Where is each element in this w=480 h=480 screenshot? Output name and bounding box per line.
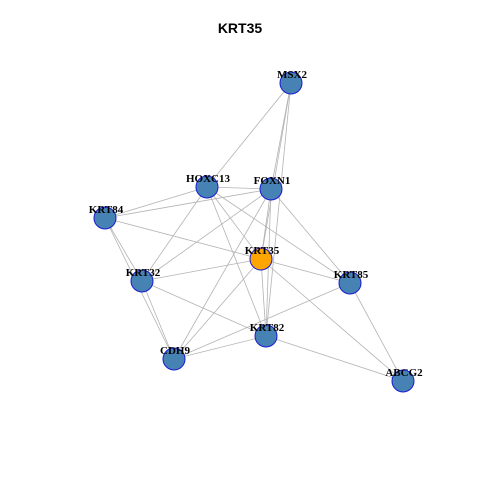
node-cdh9: CDH9 <box>160 345 190 371</box>
node-circle-foxn1 <box>259 177 283 201</box>
node-circle-krt32 <box>130 269 154 293</box>
edge-hoxc13-krt85 <box>206 186 351 284</box>
node-circle-hoxc13 <box>195 175 219 199</box>
node-circle-krt82 <box>254 324 278 348</box>
edge-krt35-cdh9 <box>173 258 262 360</box>
node-krt35: KRT35 <box>245 245 280 271</box>
node-label-krt35: KRT35 <box>245 245 280 257</box>
node-label-cdh9: CDH9 <box>160 345 190 357</box>
edge-krt35-krt82 <box>260 258 267 337</box>
node-label-foxn1: FOXN1 <box>254 175 291 187</box>
edge-foxn1-krt35 <box>260 188 272 260</box>
edge-msx2-krt35 <box>260 82 292 260</box>
edge-krt82-abcg2 <box>265 335 404 382</box>
node-label-krt32: KRT32 <box>126 267 161 279</box>
node-circle-krt85 <box>338 271 362 295</box>
edge-foxn1-krt85 <box>270 188 351 284</box>
edge-msx2-krt82 <box>265 82 292 337</box>
node-circle-cdh9 <box>162 347 186 371</box>
node-circle-krt35 <box>249 247 273 271</box>
edge-krt32-krt82 <box>141 280 267 337</box>
edge-hoxc13-krt82 <box>206 186 267 337</box>
edge-layer <box>104 82 404 382</box>
edge-foxn1-krt32 <box>141 188 272 282</box>
node-hoxc13: HOXC13 <box>186 173 231 199</box>
edge-foxn1-cdh9 <box>173 188 272 360</box>
node-krt82: KRT82 <box>250 322 285 348</box>
node-label-msx2: MSX2 <box>277 69 307 81</box>
edge-msx2-hoxc13 <box>206 82 292 188</box>
node-label-krt85: KRT85 <box>334 269 369 281</box>
chart-title: KRT35 <box>217 20 263 36</box>
node-label-hoxc13: HOXC13 <box>186 173 231 185</box>
edge-krt35-krt85 <box>260 258 351 284</box>
edge-krt85-cdh9 <box>173 282 351 360</box>
edge-krt35-krt32 <box>141 258 262 282</box>
node-foxn1: FOXN1 <box>254 175 291 201</box>
edge-krt84-krt32 <box>104 217 143 282</box>
node-krt32: KRT32 <box>126 267 161 293</box>
edge-krt82-cdh9 <box>173 335 267 360</box>
node-msx2: MSX2 <box>277 69 307 95</box>
node-circle-abcg2 <box>391 369 415 393</box>
edge-krt32-cdh9 <box>141 280 175 360</box>
node-abcg2: ABCG2 <box>385 367 423 393</box>
node-circle-krt84 <box>93 206 117 230</box>
node-label-abcg2: ABCG2 <box>385 367 423 379</box>
node-krt85: KRT85 <box>334 269 369 295</box>
node-krt84: KRT84 <box>89 204 124 230</box>
edge-foxn1-krt84 <box>104 188 272 219</box>
edge-hoxc13-krt32 <box>141 186 208 282</box>
edge-hoxc13-krt84 <box>104 186 208 219</box>
edge-krt85-abcg2 <box>349 282 404 382</box>
node-circle-msx2 <box>279 71 303 95</box>
edge-krt35-abcg2 <box>260 258 404 382</box>
edge-krt84-krt35 <box>104 217 262 260</box>
node-label-krt82: KRT82 <box>250 322 285 334</box>
node-label-krt84: KRT84 <box>89 204 124 216</box>
